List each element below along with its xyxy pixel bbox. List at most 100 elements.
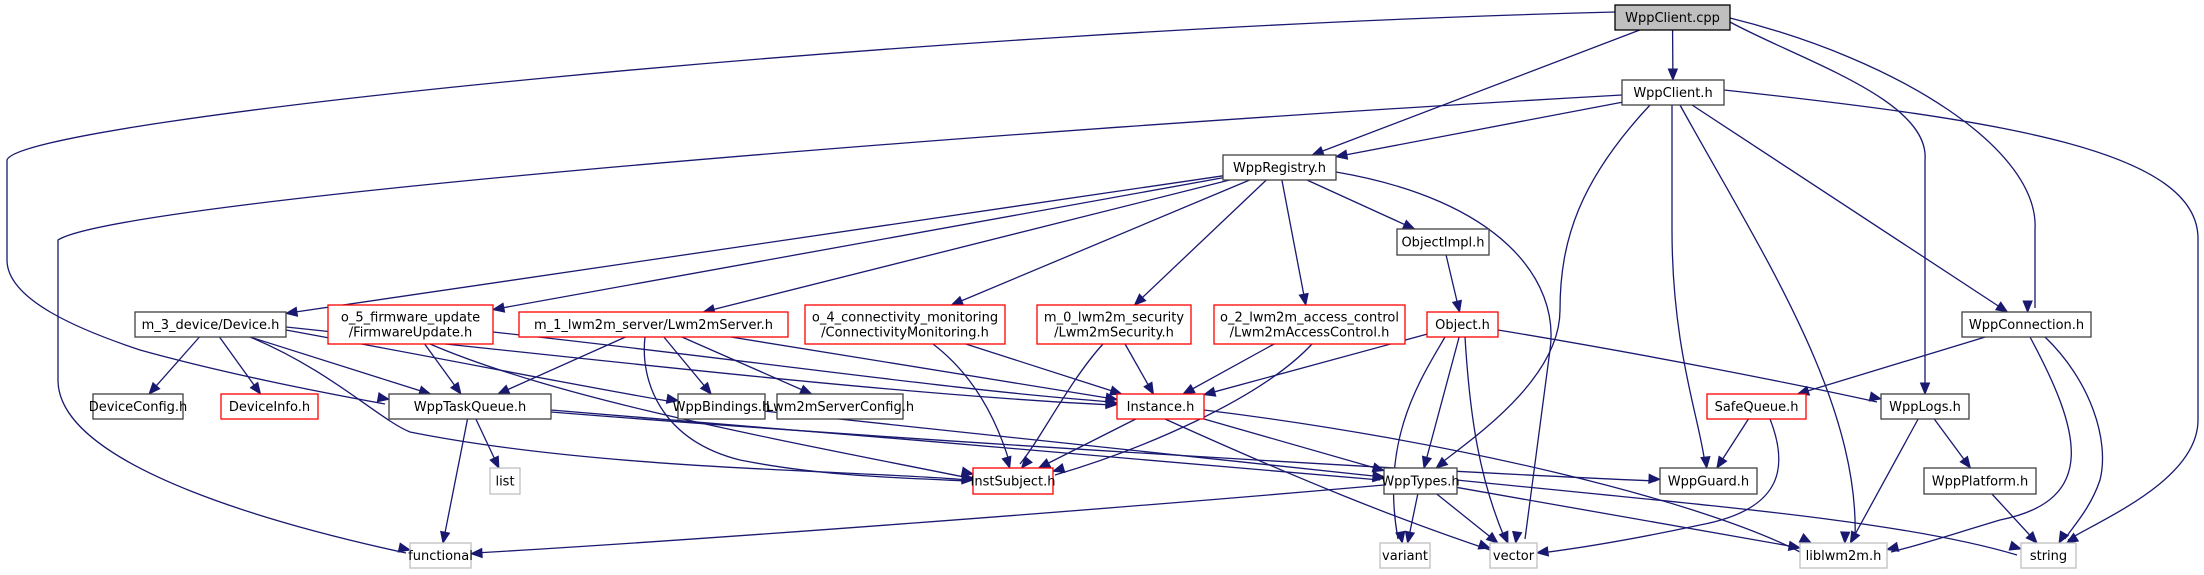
arrowhead-icon [1477, 539, 1492, 550]
node-box [1799, 542, 1888, 569]
node-box [972, 467, 1054, 495]
node-safequeue_h[interactable]: SafeQueue.h [1706, 393, 1807, 420]
node-liblwm2m_h[interactable]: liblwm2m.h [1799, 542, 1888, 569]
node-wppclient_cpp[interactable]: WppClient.cpp [1614, 4, 1731, 31]
arrowhead-icon [1798, 533, 1813, 544]
arrowhead-icon [1404, 530, 1416, 545]
node-list[interactable]: list [489, 467, 521, 495]
arrowhead-icon [1051, 462, 1066, 474]
arrowhead-icon [1395, 530, 1406, 545]
edge-lwm2mserver_h-to-lwm2mserverconfig_h [681, 336, 813, 395]
node-object_h[interactable]: Object.h [1426, 311, 1499, 338]
edge-line [764, 410, 1385, 478]
node-wppplatform_h[interactable]: WppPlatform.h [1923, 467, 2037, 495]
node-deviceconfig_h[interactable]: DeviceConfig.h [89, 393, 188, 420]
node-box [1383, 467, 1458, 495]
arrowhead-icon [496, 384, 511, 395]
node-box [804, 304, 1006, 345]
edge-lwm2maccesscontrol_h-to-instance_h [1182, 343, 1275, 395]
node-wppregistry_h[interactable]: WppRegistry.h [1222, 154, 1337, 181]
node-device_h[interactable]: m_3_device/Device.h [134, 311, 287, 338]
arrowhead-icon [1648, 473, 1662, 485]
node-label: SafeQueue.h [1715, 400, 1799, 415]
node-label: liblwm2m.h [1806, 549, 1882, 564]
node-wppclient_h[interactable]: WppClient.h [1621, 79, 1725, 106]
node-label: string [2030, 549, 2067, 564]
edge-wppregistry_h-to-firmwareupdate_h [491, 177, 1224, 313]
node-label: ObjectImpl.h [1401, 236, 1484, 251]
node-label: WppClient.h [1633, 86, 1712, 101]
arrowhead-icon [1435, 456, 1449, 469]
arrowhead-icon [1371, 462, 1386, 473]
node-vector[interactable]: vector [1489, 542, 1538, 569]
edge-line [951, 179, 1250, 306]
edge-wpptaskqueue_h-to-list [475, 418, 500, 470]
node-firmwareupdate_h[interactable]: o_5_firmware_update/FirmwareUpdate.h [327, 304, 494, 345]
arrowhead-icon [665, 393, 680, 404]
node-lwm2maccesscontrol_h[interactable]: o_2_lwm2m_access_control/Lwm2mAccessCont… [1213, 304, 1406, 345]
edge-wppregistry_h-to-lwm2maccesscontrol_h [1281, 179, 1309, 307]
node-functional[interactable]: functional [408, 542, 473, 569]
arrowhead-icon [449, 381, 462, 396]
node-lwm2mserverconfig_h[interactable]: Lwm2mServerConfig.h [766, 393, 914, 420]
edge-line [1691, 104, 2008, 313]
edge-device_h-to-deviceconfig_h [148, 336, 200, 395]
node-box [1621, 79, 1725, 106]
node-objectimpl_h[interactable]: ObjectImpl.h [1396, 228, 1490, 256]
edge-line [1054, 343, 1313, 476]
arrowhead-icon [397, 542, 412, 553]
edge-wppconnection_h-to-liblwm2m_h [1885, 336, 2072, 553]
node-wpptaskqueue_h[interactable]: WppTaskQueue.h [388, 393, 552, 420]
node-box [1706, 393, 1807, 420]
node-label: InstSubject.h [971, 475, 1056, 490]
node-wppbindings_h[interactable]: WppBindings.h [673, 393, 771, 420]
node-label: WppClient.cpp [1625, 11, 1720, 26]
node-wppconnection_h[interactable]: WppConnection.h [1961, 311, 2092, 338]
node-instance_h[interactable]: Instance.h [1116, 393, 1205, 420]
edge-line [1456, 486, 1801, 549]
arrowhead-icon [1535, 546, 1550, 557]
arrowhead-icon [1143, 381, 1155, 396]
edge-line [1019, 343, 1104, 465]
arrowhead-icon [2025, 530, 2038, 544]
node-label: DeviceConfig.h [89, 400, 188, 415]
node-connectivitymonitoring_h[interactable]: o_4_connectivity_monitoring/Connectivity… [804, 304, 1006, 345]
node-wpplogs_h[interactable]: WppLogs.h [1880, 393, 1970, 420]
node-box [388, 393, 552, 420]
node-box [1222, 154, 1337, 181]
node-lwm2mserver_h[interactable]: m_1_lwm2m_server/Lwm2mServer.h [518, 311, 789, 338]
node-variant[interactable]: variant [1379, 542, 1431, 569]
edge-line [1203, 418, 1385, 472]
edge-safequeue_h-to-wppguard_h [1716, 418, 1749, 470]
node-wppguard_h[interactable]: WppGuard.h [1659, 467, 1758, 495]
node-box [1880, 393, 1970, 420]
arrowhead-icon [1298, 292, 1309, 307]
edge-connectivitymonitoring_h-to-instsubject_h [932, 343, 1012, 470]
arrowhead-icon [440, 530, 451, 545]
node-string[interactable]: string [2020, 542, 2077, 569]
edge-wppregistry_h-to-objectimpl_h [1306, 179, 1416, 230]
edge-line [730, 336, 1118, 401]
node-deviceinfo_h[interactable]: DeviceInfo.h [220, 393, 319, 420]
edge-wppplatform_h-to-string [1991, 493, 2038, 544]
edge-line [497, 336, 626, 395]
edge-line [1729, 17, 2036, 308]
edge-wppclient_h-to-wpptypes_h [1435, 104, 1651, 469]
node-label: WppRegistry.h [1233, 161, 1326, 176]
edge-wpplogs_h-to-wppplatform_h [1933, 418, 1972, 470]
edge-wpplogs_h-to-liblwm2m_h [1849, 418, 1919, 545]
node-box [92, 393, 184, 420]
edge-line [2044, 336, 2104, 540]
edge-line [1281, 179, 1307, 306]
node-wpptypes_h[interactable]: WppTypes.h [1381, 467, 1460, 495]
arrowhead-icon [2058, 530, 2070, 545]
edge-line [1439, 104, 1651, 465]
arrowhead-icon [1839, 531, 1851, 545]
arrowhead-icon [2022, 300, 2033, 314]
edge-line [218, 336, 262, 395]
node-instsubject_h[interactable]: InstSubject.h [971, 467, 1056, 495]
node-lwm2msecurity_h[interactable]: m_0_lwm2m_security/Lwm2mSecurity.h [1036, 304, 1192, 345]
edge-wppbindings_h-to-wpptypes_h [764, 410, 1386, 482]
node-label: vector [1493, 549, 1535, 564]
